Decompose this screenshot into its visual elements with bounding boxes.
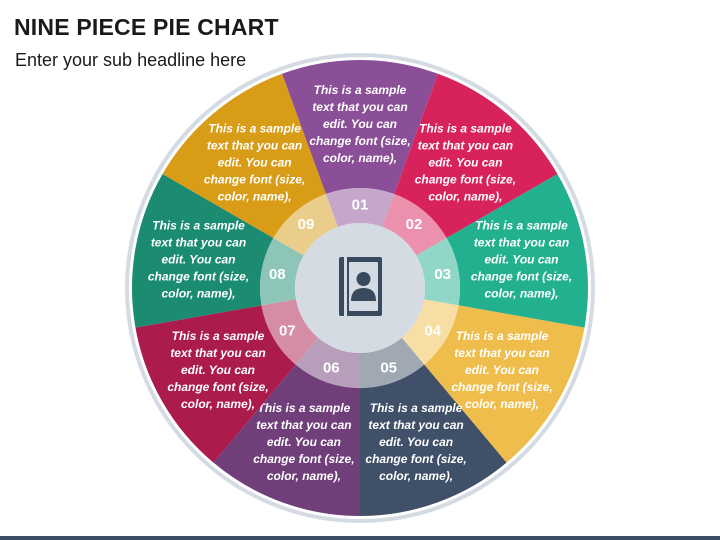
segment-number-02: 02 (406, 216, 423, 233)
inner-band-06 (295, 337, 360, 388)
segment-number-06: 06 (323, 359, 340, 376)
inner-band-07 (261, 299, 319, 365)
inner-band-01 (325, 187, 395, 227)
segment-04 (424, 305, 585, 463)
contact-book-icon (339, 257, 382, 316)
segment-09 (162, 73, 326, 238)
inner-band-02 (382, 194, 447, 256)
segment-07 (135, 305, 296, 463)
segment-06 (213, 364, 360, 516)
segment-number-08: 08 (269, 266, 286, 283)
bottom-bar (0, 536, 720, 540)
segment-08 (132, 174, 274, 328)
inner-band-09 (273, 194, 338, 256)
segment-02 (394, 73, 558, 238)
segment-03 (446, 174, 588, 328)
segment-05 (360, 364, 507, 516)
inner-band-03 (416, 238, 460, 306)
page-title: NINE PIECE PIE CHART (14, 14, 279, 40)
segment-number-04: 04 (424, 323, 441, 340)
inner-band-05 (360, 337, 425, 388)
segment-number-05: 05 (380, 359, 397, 376)
segment-01 (282, 59, 438, 195)
segment-number-03: 03 (434, 266, 451, 283)
inner-band-04 (401, 299, 459, 365)
segment-number-01: 01 (352, 197, 369, 214)
inner-band-08 (260, 238, 304, 306)
inner-ring-group: 01 02 03 04 05 06 07 08 09 (260, 187, 460, 388)
segment-number-09: 09 (298, 216, 315, 233)
segment-number-07: 07 (279, 323, 296, 340)
page-subtitle: Enter your sub headline here (15, 50, 247, 70)
